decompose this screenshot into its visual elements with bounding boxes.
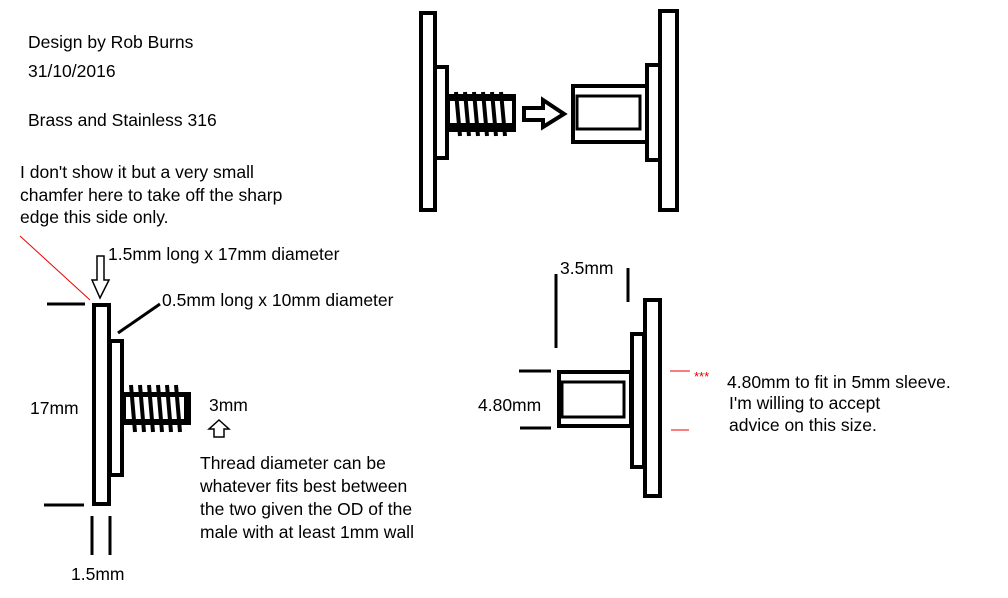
thread-note-line: male with at least 1mm wall: [200, 522, 414, 542]
down-arrow-icon: [90, 255, 111, 300]
female-bore: [560, 380, 626, 419]
female-sleeve: [571, 84, 649, 144]
material-label: Brass and Stainless 316: [28, 110, 217, 130]
diameter-dim-label: 4.80mm: [478, 395, 541, 415]
asterisks: ***: [694, 369, 709, 384]
chamfer-note-line: edge this side only.: [20, 207, 169, 227]
thread-tooth: [481, 91, 489, 137]
thread-note-line: the two given the OD of the: [200, 499, 412, 519]
female-hub: [630, 332, 646, 469]
thread-length-label: 3mm: [209, 395, 248, 415]
female-flange: [643, 298, 662, 498]
thread-tooth: [156, 384, 164, 433]
thread-tooth: [138, 384, 146, 433]
sleeve-note-line: 4.80mm to fit in 5mm sleeve.: [727, 372, 951, 392]
chamfer-note-line: I don't show it but a very small: [20, 162, 254, 182]
male-part-detail: 1.5mm long x 17mm diameter 0.5mm long x …: [30, 244, 414, 584]
male-hub: [433, 65, 449, 160]
thread-tooth: [472, 91, 480, 137]
diameter-dim-label: 17mm: [30, 398, 79, 418]
thread-tooth: [463, 91, 471, 137]
female-part-detail: 3.5mm 4.80mm *** 4.80mm to fit in 5mm sl…: [478, 258, 951, 498]
sleeve-note-line: advice on this size.: [729, 415, 877, 435]
thread-tooth: [129, 384, 137, 433]
thread-tooth: [454, 91, 462, 137]
female-bore: [575, 94, 642, 131]
designer-label: Design by Rob Burns: [28, 32, 194, 52]
up-arrow-icon: [207, 418, 231, 438]
male-thread: [447, 91, 516, 137]
thread-note-line: whatever fits best between: [199, 476, 407, 496]
date-label: 31/10/2016: [28, 61, 116, 81]
thickness-dim-label: 1.5mm: [71, 564, 124, 584]
female-flange: [658, 9, 679, 212]
fit-arrow-icon: [522, 96, 568, 131]
chamfer-note-line: chamfer here to take off the sharp: [20, 185, 282, 205]
hub-leader-line: [117, 302, 161, 335]
assembly-view: [419, 9, 679, 212]
thread-tooth: [499, 91, 507, 137]
thread-note-line: Thread diameter can be: [200, 453, 386, 473]
hub-label: 0.5mm long x 10mm diameter: [162, 290, 394, 310]
length-dim-label: 3.5mm: [560, 258, 613, 278]
male-hub: [108, 339, 124, 477]
sleeve-note-line: I'm willing to accept: [729, 393, 880, 413]
male-flange: [92, 303, 111, 506]
thread-tooth: [147, 384, 155, 433]
flange-label: 1.5mm long x 17mm diameter: [108, 244, 340, 264]
thread-tooth: [165, 384, 173, 433]
thread-tooth: [490, 91, 498, 137]
thread-tooth: [174, 384, 182, 433]
male-flange: [419, 11, 437, 212]
chamfer-leader-line: [19, 235, 91, 301]
